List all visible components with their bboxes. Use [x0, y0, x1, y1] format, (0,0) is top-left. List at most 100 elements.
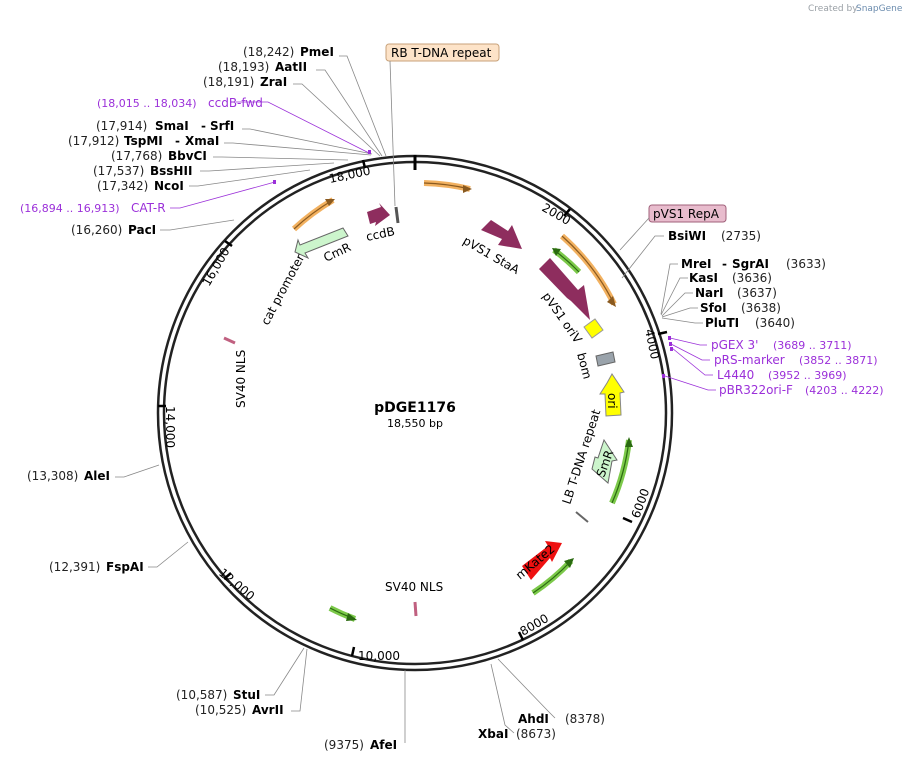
tick-label-4000: 4000: [642, 328, 662, 361]
site-stui-pos: (10,587): [176, 688, 227, 702]
primer-leaders: [170, 101, 716, 391]
site-bbvci-pos: (17,768): [111, 149, 162, 163]
pvs1-oriv-box: [583, 318, 604, 339]
credit-brand: SnapGene: [856, 4, 903, 14]
ccdB-arrow: [367, 203, 390, 226]
primer-prs-marker-pos: (3852 .. 3871): [799, 354, 878, 367]
site-kasi-name: KasI: [689, 271, 718, 285]
plasmid-name: pDGE1176: [374, 400, 456, 416]
site-bsiwi-name: BsiWI: [668, 229, 706, 243]
site-pmei-name: PmeI: [300, 45, 334, 59]
site-ncoi-name: NcoI: [154, 179, 184, 193]
site-ahdi-name: AhdI: [518, 712, 549, 726]
site-sgrai-dash: -: [722, 257, 727, 271]
sv40-nls-left-marker: [223, 336, 236, 345]
site-zrai-name: ZraI: [260, 75, 287, 89]
site-ncoi-pos: (17,342): [97, 179, 148, 193]
bom-box: [595, 351, 616, 367]
smr-arrow: [591, 438, 618, 484]
primer-prs-marker-name: pRS-marker: [714, 353, 785, 367]
site-paci-pos: (16,260): [71, 223, 122, 237]
site-nari-name: NarI: [695, 286, 724, 300]
site-kasi-pos: (3636): [732, 271, 772, 285]
tick-marks: [158, 159, 668, 657]
feature-smr-label: SmR: [594, 448, 617, 479]
pvs1-repa-leader: [619, 217, 650, 251]
tick-label-18000: 18,000: [328, 164, 372, 186]
site-mrei-name: MreI: [681, 257, 711, 271]
pvs1-repa-box-label: pVS1 RepA: [653, 207, 720, 221]
feature-sv40-nls-left-label: SV40 NLS: [234, 350, 248, 408]
pvs1-repa-box: [648, 204, 727, 223]
site-bsshii-name: BssHII: [150, 164, 192, 178]
feature-sv40-nls-bottom-label: SV40 NLS: [385, 580, 443, 594]
tick-label-14000: 14,000: [163, 406, 177, 448]
site-tspmi-name: TspMI: [124, 134, 163, 148]
sv40-nls-bottom-marker: [413, 601, 418, 617]
feature-ori-label: ori: [605, 393, 619, 409]
feature-cat-promoter-label: cat promoter: [258, 252, 307, 328]
site-fspai-pos: (12,391): [49, 560, 100, 574]
feature-lb-tdna-label: LB T-DNA repeat: [560, 408, 604, 506]
pvs1-oriv-arrow: [539, 258, 590, 320]
site-aatii-name: AatII: [275, 60, 307, 74]
primer-pgex3-pos: (3689 .. 3711): [773, 339, 852, 352]
site-bbvci-name: BbvCI: [168, 149, 207, 163]
ori-arrow: [599, 373, 625, 417]
site-mrei-pos: (3633): [786, 257, 826, 271]
primer-l4440-name: L4440: [717, 368, 754, 382]
site-aatii-pos: (18,193): [218, 60, 269, 74]
site-bsshii-pos: (17,537): [93, 164, 144, 178]
primer-cat-r-pos: (16,894 .. 16,913): [20, 202, 120, 215]
primer-pbr322ori-f-name: pBR322ori-F: [719, 383, 793, 397]
site-xmai-name: XmaI: [185, 134, 219, 148]
site-sfoi-name: SfoI: [700, 301, 727, 315]
site-srfi-name2: SrfI: [210, 119, 234, 133]
site-sgrai-name: SgrAI: [732, 257, 769, 271]
cmr-arrow: [294, 227, 349, 260]
site-pmei-pos: (18,242): [243, 45, 294, 59]
rb-tdna-box: [385, 43, 500, 62]
site-nari-pos: (3637): [737, 286, 777, 300]
primer-pgex3-name: pGEX 3': [711, 338, 758, 352]
primer-ccdb-fwd-pos: (18,015 .. 18,034): [97, 97, 197, 110]
rb-tdna-box-label: RB T-DNA repeat: [391, 46, 492, 60]
site-smai-pos: (17,914): [96, 119, 147, 133]
tick-label-10000: 10,000: [358, 649, 400, 663]
site-alei-pos: (13,308): [27, 469, 78, 483]
site-afei-name: AfeI: [370, 738, 397, 752]
site-fspai-name: FspAI: [106, 560, 144, 574]
primer-ccdb-fwd-name: ccdB-fwd: [208, 96, 263, 110]
pvs1-staa-arrow: [481, 220, 522, 249]
primer-markers: [273, 150, 673, 378]
credit-text: Created by: [808, 4, 858, 14]
site-xmai-dash: -: [175, 134, 180, 148]
site-stui-name: StuI: [233, 688, 260, 702]
site-alei-name: AleI: [84, 469, 110, 483]
primer-l4440-pos: (3952 .. 3969): [768, 369, 847, 382]
site-pluti-name: PluTI: [705, 316, 739, 330]
site-smai-name: SmaI: [155, 119, 189, 133]
site-zrai-pos: (18,191): [203, 75, 254, 89]
lb-tdna-marker: [575, 511, 589, 523]
site-avrii-pos: (10,525): [195, 703, 246, 717]
site-srfi-name: -: [201, 119, 206, 133]
site-xbai-pos: (8673): [516, 727, 556, 741]
primer-cat-r-name: CAT-R: [131, 201, 166, 215]
site-pluti-pos: (3640): [755, 316, 795, 330]
rb-tdna-marker: [394, 206, 400, 224]
site-bsiwi-pos: (2735): [721, 229, 761, 243]
mkate2-arrow: [522, 541, 562, 580]
feature-ccdb-label: ccdB: [365, 224, 396, 244]
site-avrii-name: AvrII: [252, 703, 284, 717]
plasmid-length: 18,550 bp: [387, 417, 443, 430]
primer-pbr322ori-f-pos: (4203 .. 4222): [805, 384, 884, 397]
site-paci-name: PacI: [128, 223, 156, 237]
site-tspmi-pos: (17,912): [68, 134, 119, 148]
site-ahdi-pos: (8378): [565, 712, 605, 726]
feature-bom-label: bom: [574, 351, 594, 380]
rb-tdna-leader: [389, 60, 396, 207]
site-xbai-name: XbaI: [478, 727, 508, 741]
site-sfoi-pos: (3638): [741, 301, 781, 315]
